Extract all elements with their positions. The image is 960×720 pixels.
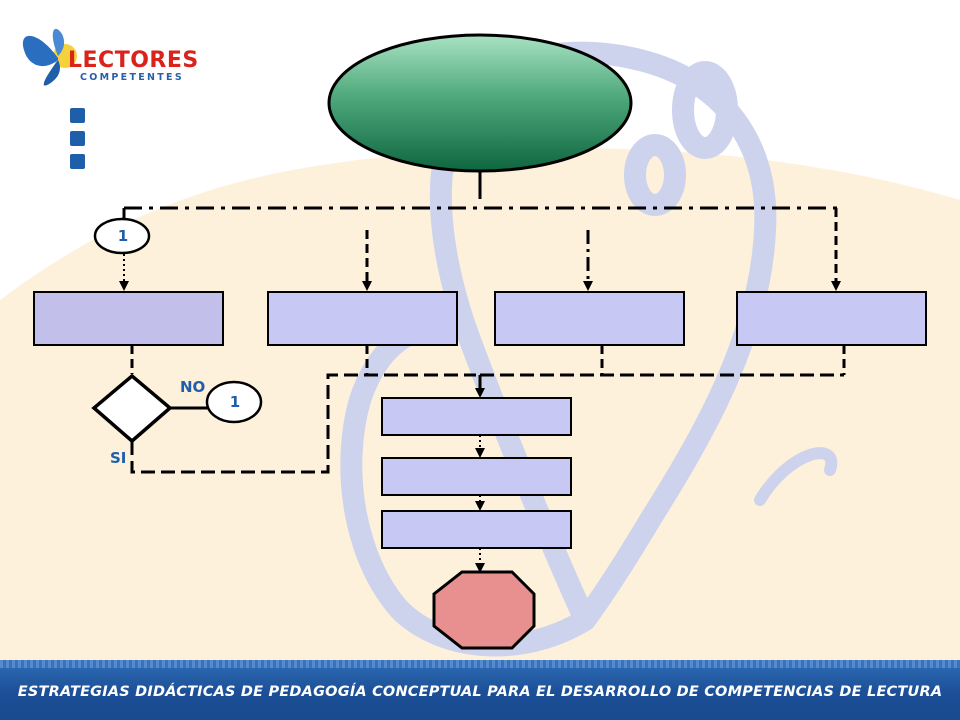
decision-yes-path bbox=[130, 373, 476, 474]
step-box-2 bbox=[381, 457, 572, 496]
decision-yes-label: SI bbox=[110, 449, 127, 467]
stop-octagon bbox=[432, 570, 536, 650]
decision-diamond bbox=[91, 373, 173, 444]
process-box-4 bbox=[736, 291, 927, 346]
bullet-square-icon bbox=[70, 131, 85, 146]
butterfly-logo-icon bbox=[22, 28, 77, 86]
logo-title: LECTORES bbox=[68, 48, 199, 73]
connector-top-label: 1 bbox=[117, 227, 129, 245]
step-box-1 bbox=[381, 397, 572, 436]
decision-no-label: NO bbox=[180, 378, 206, 396]
logo-subtitle: COMPETENTES bbox=[80, 72, 184, 83]
footer-stripe bbox=[0, 660, 960, 668]
connector-top-circle bbox=[93, 217, 151, 255]
footer-title: ESTRATEGIAS DIDÁCTICAS DE PEDAGOGÍA CONC… bbox=[17, 684, 943, 700]
process-box-3 bbox=[494, 291, 685, 346]
bullet-list bbox=[70, 108, 85, 177]
connector-right-label: 1 bbox=[229, 393, 241, 411]
connector-right-circle bbox=[205, 380, 263, 424]
bullet-square-icon bbox=[70, 108, 85, 123]
process-box-2 bbox=[267, 291, 458, 346]
step-box-3 bbox=[381, 510, 572, 549]
process-box-1 bbox=[33, 291, 224, 346]
logo: LECTORES COMPETENTES bbox=[18, 20, 198, 90]
footer-bar: ESTRATEGIAS DIDÁCTICAS DE PEDAGOGÍA CONC… bbox=[0, 660, 960, 720]
start-ellipse bbox=[327, 33, 633, 173]
bullet-square-icon bbox=[70, 154, 85, 169]
